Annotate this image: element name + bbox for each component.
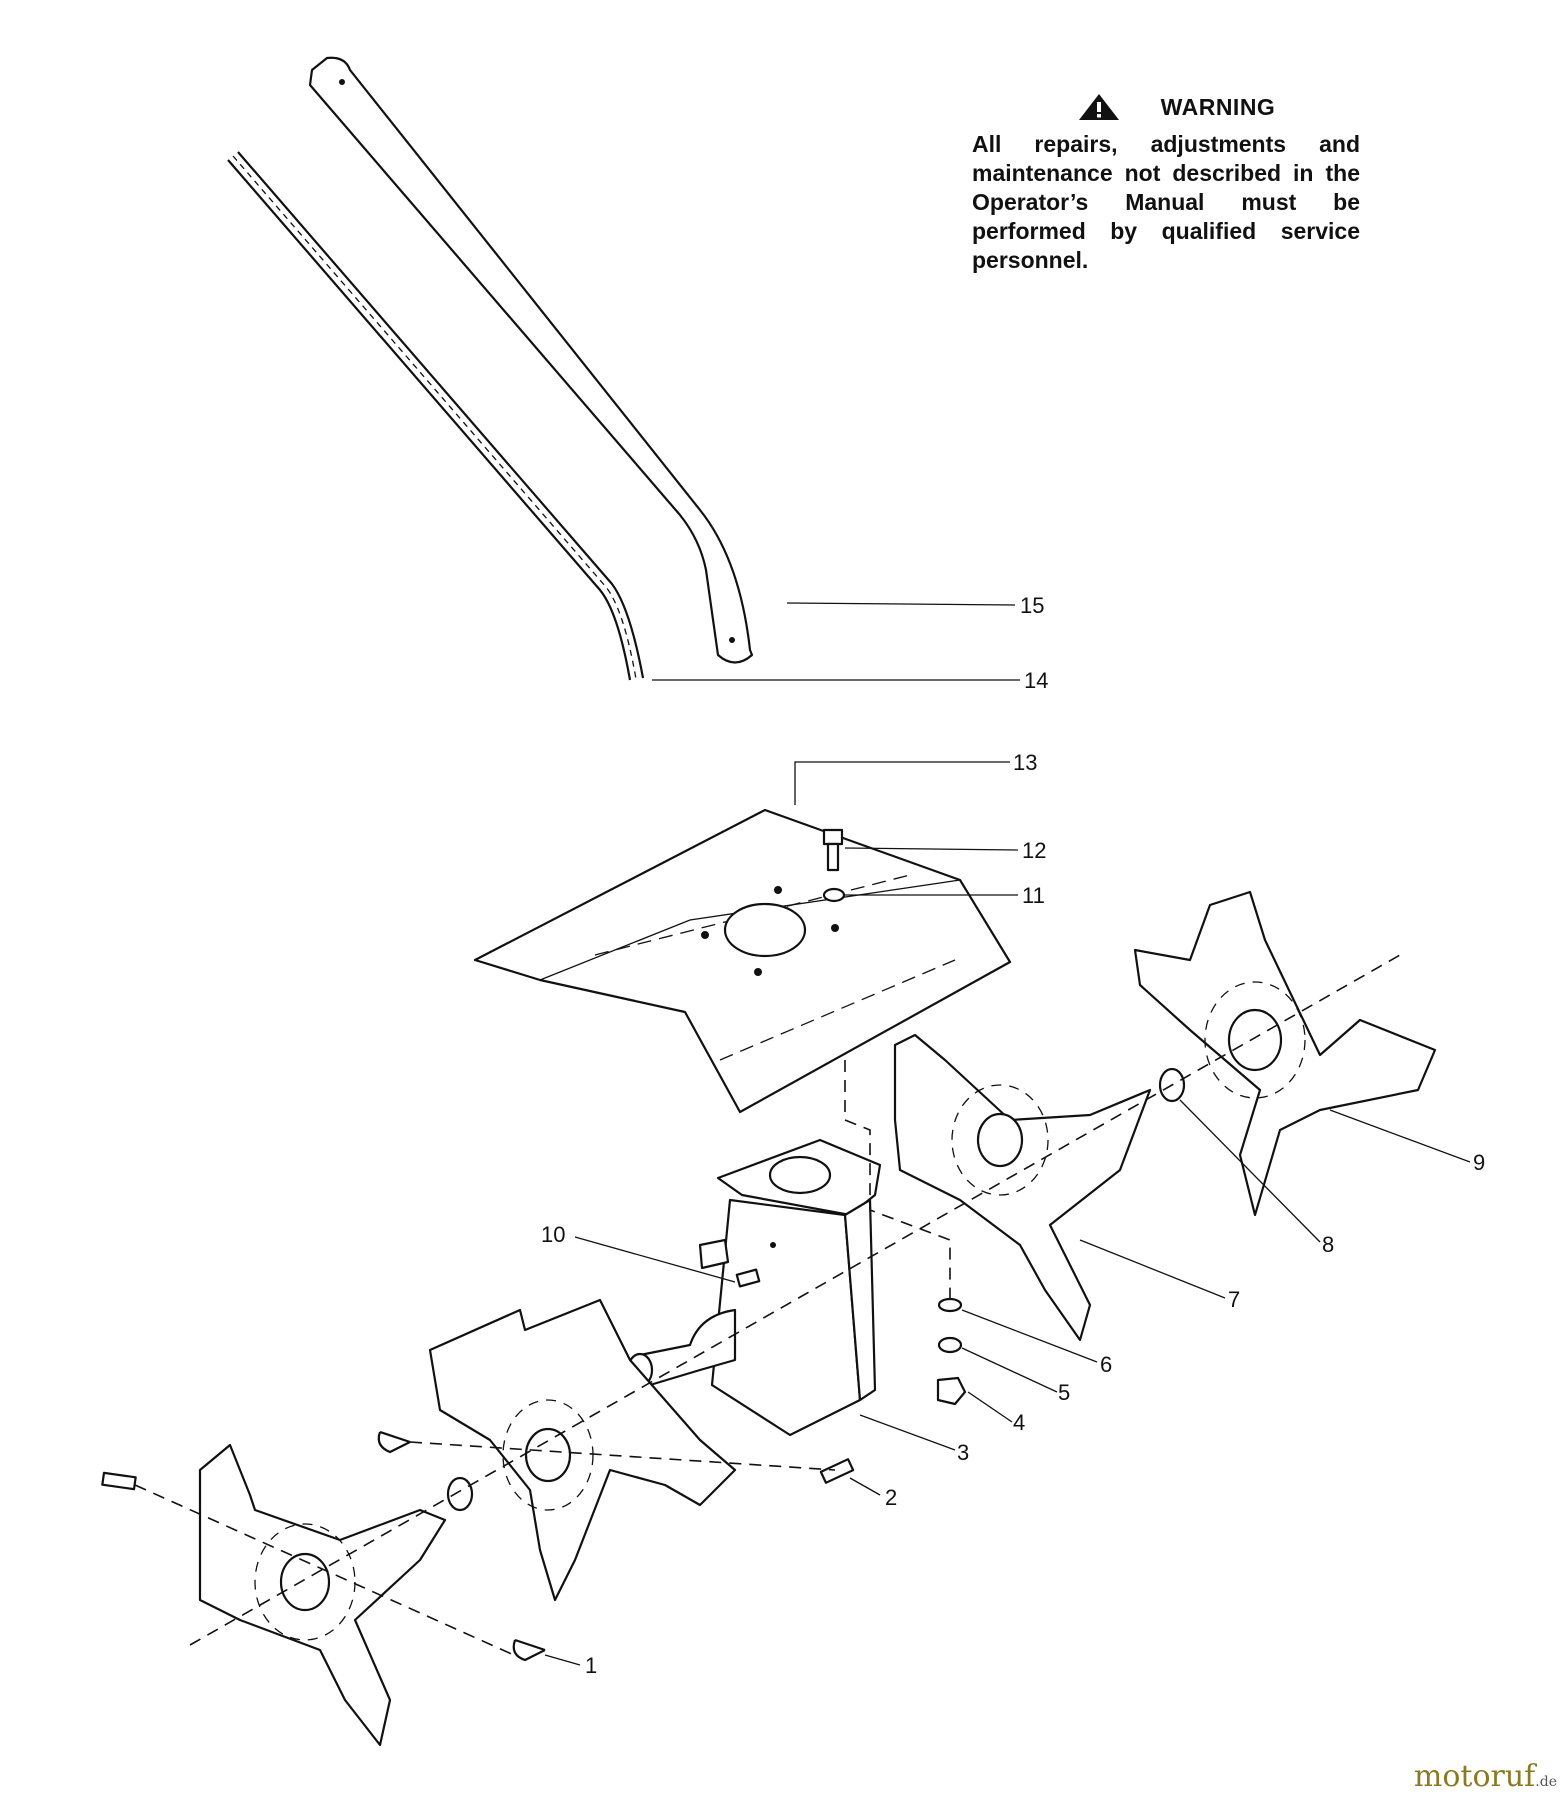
part-11-washer bbox=[822, 887, 846, 903]
callout-14: 14 bbox=[1024, 668, 1048, 693]
part-5-lockwasher bbox=[937, 1336, 963, 1354]
warning-triangle-icon bbox=[1078, 94, 1119, 120]
warning-title: WARNING bbox=[1160, 93, 1276, 120]
callout-7: 7 bbox=[1228, 1287, 1240, 1312]
part-tine-left-outer bbox=[198, 1443, 447, 1747]
callout-11: 11 bbox=[1022, 883, 1045, 908]
part-left-washer bbox=[446, 1476, 474, 1512]
part-13-shield bbox=[473, 808, 1012, 1114]
warning-text: All repairs, adjustments and maintenance… bbox=[972, 131, 1360, 273]
callout-1: 1 bbox=[585, 1653, 597, 1678]
callout-6: 6 bbox=[1100, 1352, 1112, 1377]
callout-10: 10 bbox=[541, 1222, 565, 1247]
assembly-axis-lines bbox=[134, 954, 1401, 1661]
callout-9: 9 bbox=[1473, 1150, 1485, 1175]
callout-8: 8 bbox=[1322, 1232, 1334, 1257]
callout-labels: 1 2 3 4 5 6 7 8 9 10 11 12 13 14 15 bbox=[541, 593, 1485, 1678]
callout-5: 5 bbox=[1058, 1380, 1070, 1405]
logo-tld: .de bbox=[1535, 1774, 1557, 1790]
callout-15: 15 bbox=[1020, 593, 1044, 618]
callout-13: 13 bbox=[1013, 750, 1037, 775]
part-10-bolt bbox=[735, 1268, 761, 1288]
part-4-nut bbox=[936, 1376, 967, 1406]
warning-header: WARNING bbox=[992, 92, 1360, 122]
leader-lines bbox=[544, 602, 1471, 1666]
part-12-bolt bbox=[822, 828, 844, 872]
callout-3: 3 bbox=[957, 1440, 969, 1465]
part-15-tube bbox=[308, 56, 754, 664]
part-6-washer bbox=[937, 1297, 963, 1313]
part-7-tine bbox=[893, 1033, 1152, 1342]
part-14-flex-shaft bbox=[227, 151, 645, 681]
part-3-gearbox bbox=[626, 1138, 882, 1437]
callout-2: 2 bbox=[885, 1485, 897, 1510]
callout-12: 12 bbox=[1022, 838, 1046, 863]
part-left-bolt bbox=[101, 1471, 137, 1491]
logo-main: motoruf bbox=[1413, 1759, 1536, 1794]
motoruf-logo: motoruf.de bbox=[1414, 1759, 1557, 1794]
warning-box: WARNING All repairs, adjustments and mai… bbox=[972, 92, 1360, 275]
part-tine-left-inner bbox=[428, 1298, 737, 1602]
part-9-tine bbox=[1133, 890, 1437, 1217]
part-2-pin bbox=[819, 1458, 855, 1484]
part-hairpin-upper bbox=[377, 1430, 411, 1454]
callout-4: 4 bbox=[1013, 1410, 1025, 1435]
